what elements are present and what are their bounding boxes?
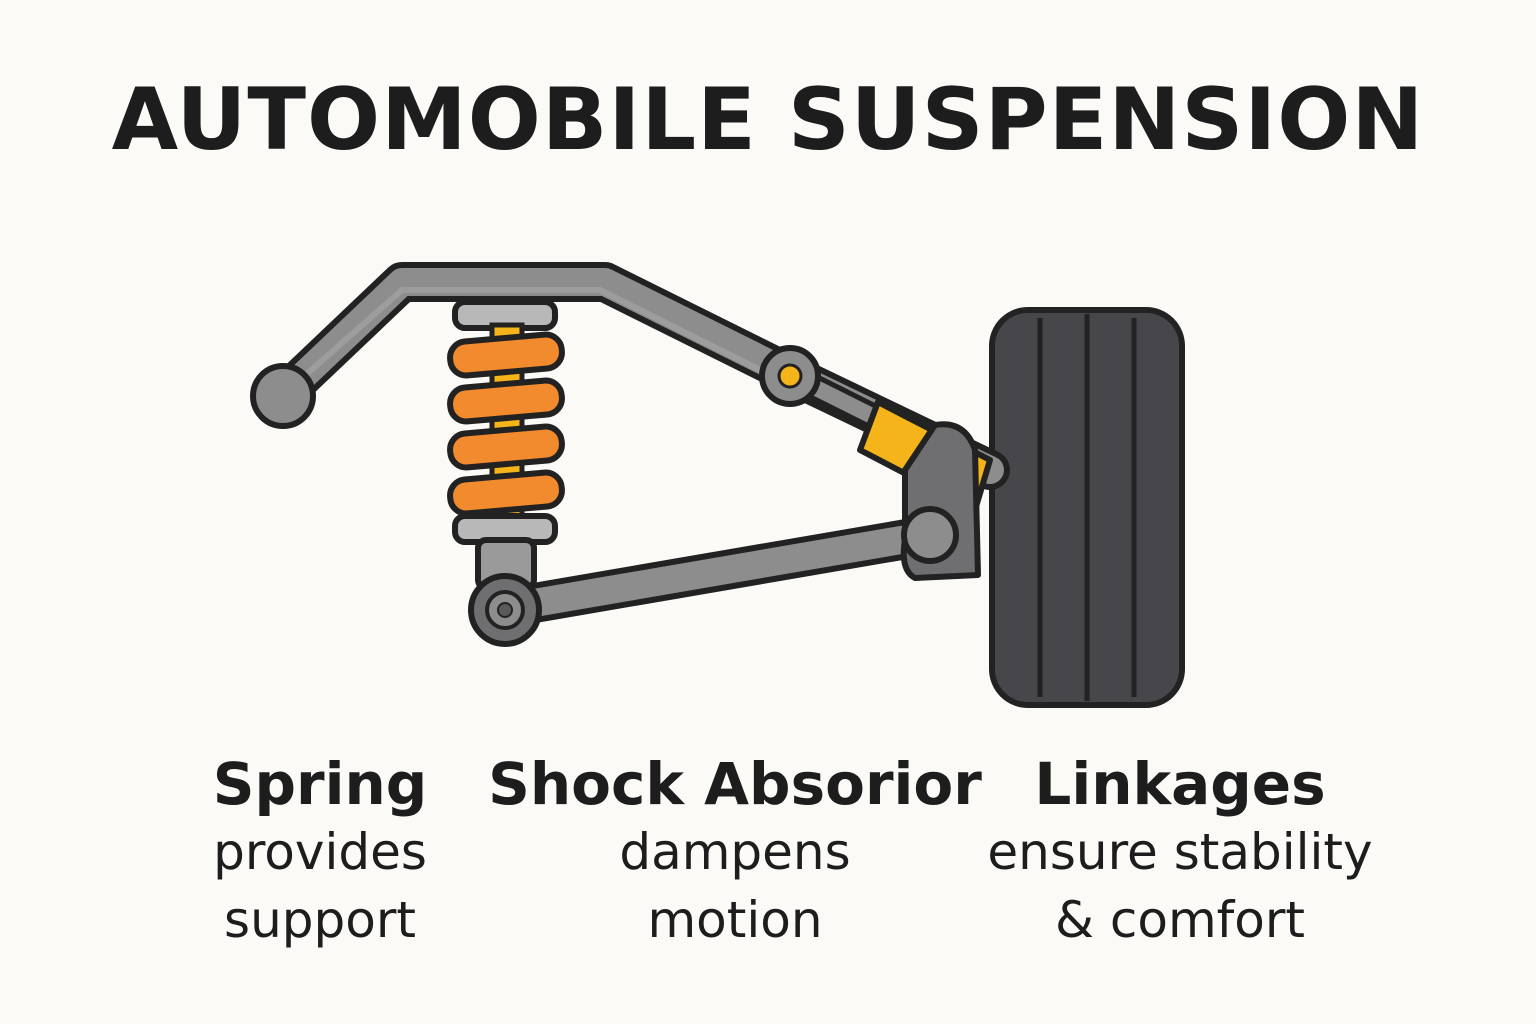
label-shock-absorber: Shock Absorior dampens motion	[480, 750, 990, 954]
lower-control-arm	[485, 515, 950, 628]
label-linkages-description: ensure stability & comfort	[987, 823, 1373, 949]
label-spring-description: provides support	[213, 823, 427, 949]
label-shock-absorber-description: dampens motion	[619, 823, 851, 949]
label-shock-absorber-title: Shock Absorior	[488, 750, 982, 818]
label-linkages: Linkages ensure stability & comfort	[970, 750, 1390, 954]
label-linkages-title: Linkages	[1034, 750, 1326, 818]
label-spring-title: Spring	[212, 750, 428, 818]
label-spring: Spring provides support	[170, 750, 470, 954]
page-title: AUTOMOBILE SUSPENSION	[111, 70, 1425, 170]
tire	[989, 307, 1185, 708]
pivot-joints	[250, 345, 959, 647]
coil-spring	[447, 299, 565, 591]
